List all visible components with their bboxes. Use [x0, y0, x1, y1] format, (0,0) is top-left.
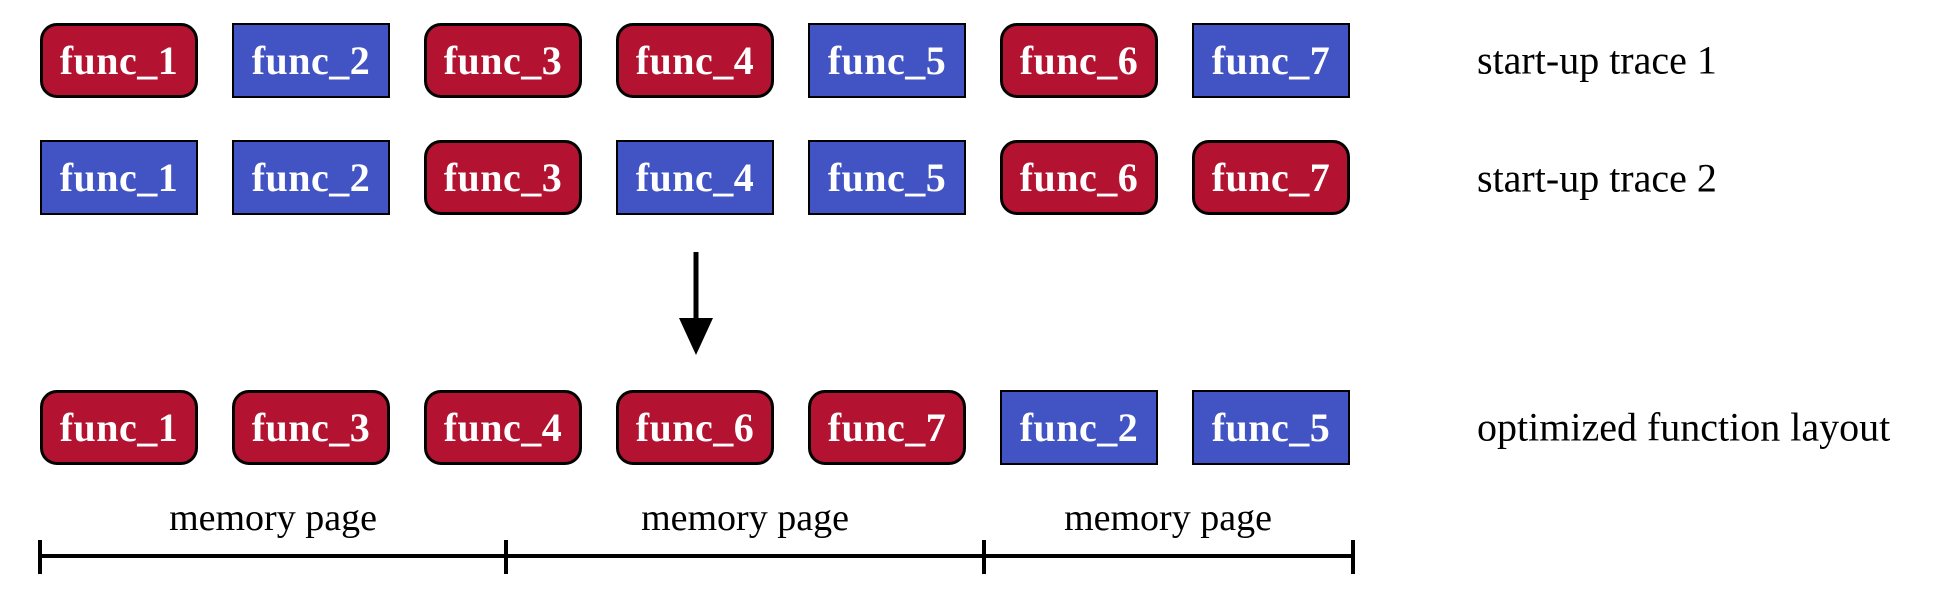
ruler-line	[40, 554, 1354, 558]
down-arrow-icon	[679, 252, 713, 355]
startup-trace-1-label: start-up trace 1	[1477, 37, 1717, 83]
function-box-func_1: func_1	[40, 23, 198, 98]
function-box-func_6: func_6	[616, 390, 774, 465]
function-box-func_7: func_7	[1192, 140, 1350, 215]
memory-page-label: memory page	[169, 497, 377, 539]
function-box-func_7: func_7	[1192, 23, 1350, 98]
function-box-func_1: func_1	[40, 390, 198, 465]
function-box-func_2: func_2	[232, 140, 390, 215]
ruler-tick	[504, 540, 508, 574]
function-box-func_4: func_4	[616, 140, 774, 215]
function-box-func_5: func_5	[808, 140, 966, 215]
function-box-func_2: func_2	[1000, 390, 1158, 465]
function-box-func_5: func_5	[1192, 390, 1350, 465]
function-box-func_2: func_2	[232, 23, 390, 98]
function-box-func_7: func_7	[808, 390, 966, 465]
memory-page-label: memory page	[641, 497, 849, 539]
function-box-func_4: func_4	[616, 23, 774, 98]
ruler-tick	[1351, 540, 1355, 574]
function-box-func_3: func_3	[424, 140, 582, 215]
ruler-tick	[38, 540, 42, 574]
function-box-func_6: func_6	[1000, 140, 1158, 215]
startup-trace-2-label: start-up trace 2	[1477, 155, 1717, 201]
function-box-func_1: func_1	[40, 140, 198, 215]
function-box-func_3: func_3	[424, 23, 582, 98]
memory-page-label: memory page	[1064, 497, 1272, 539]
ruler-tick	[982, 540, 986, 574]
function-box-func_4: func_4	[424, 390, 582, 465]
function-box-func_5: func_5	[808, 23, 966, 98]
optimized-layout-label: optimized function layout	[1477, 404, 1891, 450]
function-box-func_6: func_6	[1000, 23, 1158, 98]
function-box-func_3: func_3	[232, 390, 390, 465]
